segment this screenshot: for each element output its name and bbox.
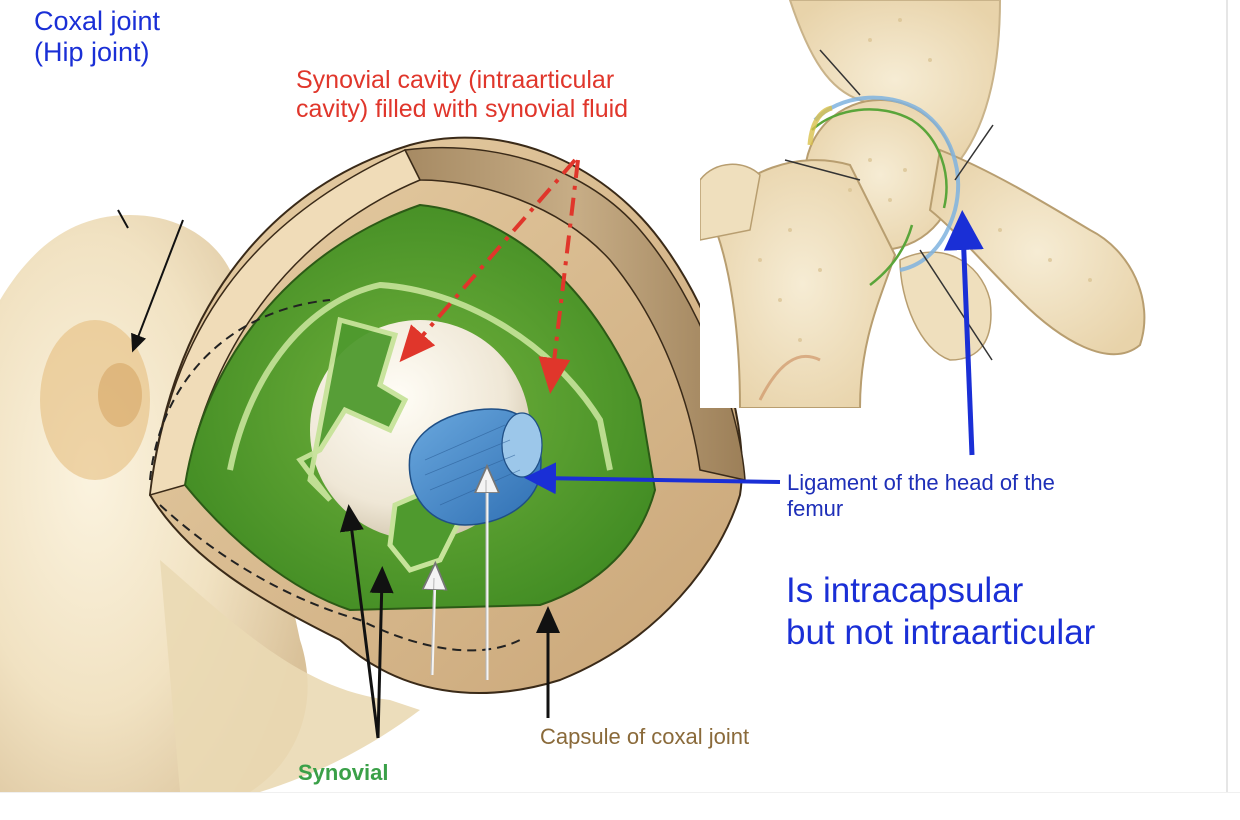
cavity-line-1: Synovial cavity (intraarticular	[296, 66, 615, 94]
synovial-cavity-label: Synovial cavity (intraarticular cavity) …	[296, 66, 628, 124]
ligament-line-2: femur	[787, 495, 844, 521]
left-figure	[0, 136, 781, 792]
intracapsular-line-1: Is intracapsular	[786, 571, 1024, 610]
intracapsular-line-2: but not intraarticular	[786, 613, 1096, 652]
section-figure	[700, 0, 1155, 456]
section-ligament-arrow	[943, 210, 984, 456]
ligament-arrow	[524, 462, 781, 495]
ligament-label: Ligament of the head of the femur	[787, 470, 1055, 521]
page-edge-divider	[1226, 0, 1228, 792]
cavity-arrow-left	[399, 158, 577, 363]
title-line-1: Coxal joint	[34, 6, 161, 36]
synovial-label: Synovial	[298, 760, 389, 785]
bottom-divider	[0, 792, 1240, 793]
capsule-label: Capsule of coxal joint	[540, 724, 750, 749]
ligament-line-1: Ligament of the head of the	[787, 470, 1055, 495]
title-line-2: (Hip joint)	[34, 37, 150, 68]
figure-title: Coxal joint (Hip joint)	[34, 6, 160, 69]
cavity-line-2: cavity) filled with synovial fluid	[296, 95, 629, 123]
intracapsular-note: Is intracapsular but not intraarticular	[786, 570, 1095, 654]
